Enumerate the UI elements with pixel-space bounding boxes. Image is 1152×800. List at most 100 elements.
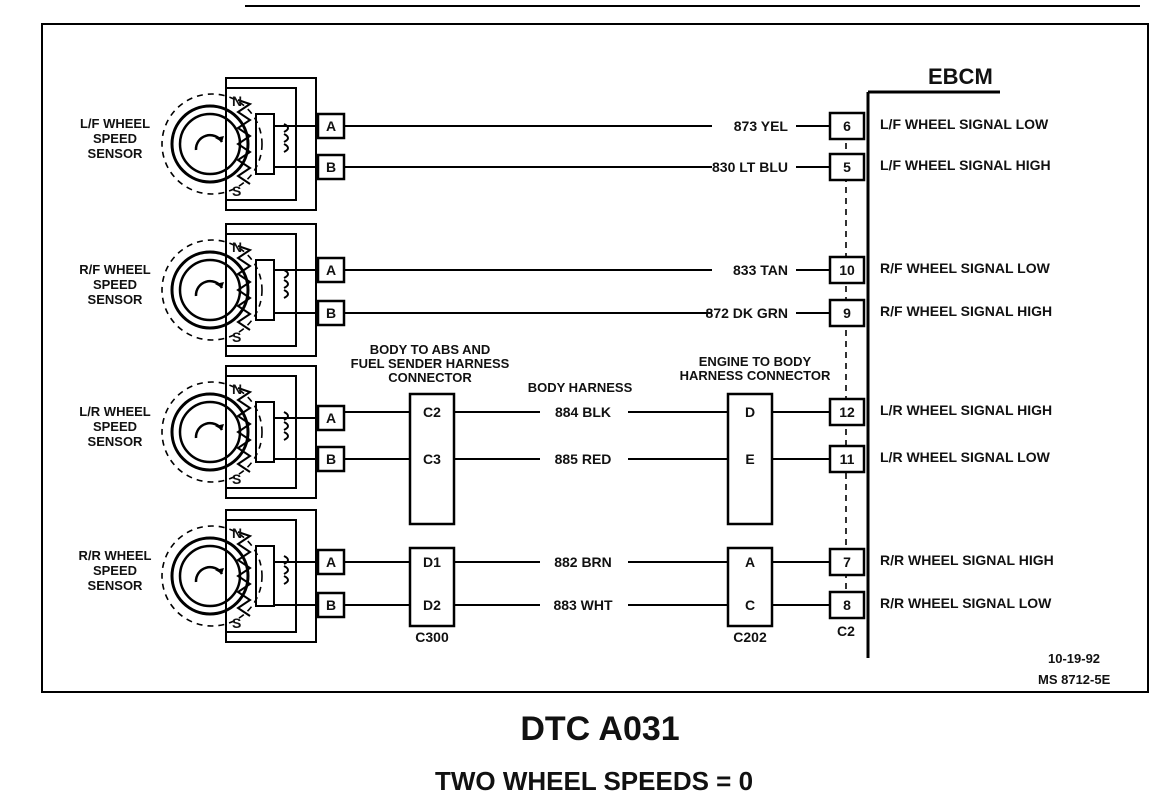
ebcm-signal-label: R/R WHEEL SIGNAL LOW [880,595,1052,611]
c300-id: C300 [415,629,449,645]
wire-label: 830 LT BLU [712,159,788,175]
wire-label: 884 BLK [555,404,611,420]
wire-label: 833 TAN [733,262,788,278]
c300-pin: C2 [423,404,441,420]
ebcm-pin-number: 12 [839,404,855,420]
sensor-label: SPEED [93,131,137,146]
c202-pin: A [745,554,755,570]
wire-label: 873 YEL [734,118,789,134]
wire-label: 872 DK GRN [706,305,788,321]
wire-label: 882 BRN [554,554,612,570]
sensor-n-pole: N [232,525,242,541]
sensor-pin-b [316,153,346,181]
sensor-housing [226,375,297,489]
sensor-pin-b-label: B [326,597,336,613]
dtc-title: DTC A031 [520,710,679,748]
drawing-date: 10-19-92 [1048,651,1100,666]
c202-title: HARNESS CONNECTOR [680,368,831,383]
c202-pin: D [745,404,755,420]
ebcm-pin-number: 5 [843,159,851,175]
sensor-n-pole: N [232,381,242,397]
sensor-label: R/R WHEEL [79,548,152,563]
sensor-pin-a-label: A [326,118,336,134]
sensor-pin-b-label: B [326,159,336,175]
ebcm-connector-id: C2 [837,623,855,639]
sensor-housing [226,233,297,347]
sensor-pin-a [316,256,346,284]
tone-ring-outline [161,239,263,341]
ebcm-pin [828,444,866,474]
tone-ring [170,250,250,330]
tone-ring-outline [161,525,263,627]
tone-ring-outline [161,93,263,195]
sensor-pin-b [316,299,346,327]
c300-title: CONNECTOR [388,370,472,385]
sensor-pin-a-label: A [326,410,336,426]
sensor-pin-a [316,404,346,432]
sensor-label: SENSOR [88,578,144,593]
sensor-s-pole: S [232,615,241,631]
c300-pin: D1 [423,554,441,570]
sensor-s-pole: S [232,471,241,487]
sensor-label: SPEED [93,563,137,578]
wire-circuit: C3 885 RED E 11 L/R WHEEL SIGNAL LOW [344,444,1051,474]
body-harness-label: BODY HARNESS [528,380,633,395]
wire-label: 883 WHT [553,597,613,613]
sensor-label: L/R WHEEL [79,404,151,419]
ebcm-pin-number: 10 [839,262,855,278]
tone-ring [170,536,250,616]
ebcm-pin [828,397,866,427]
tone-ring [170,104,250,184]
ebcm-signal-label: R/F WHEEL SIGNAL LOW [880,260,1051,276]
ebcm-pin-number: 9 [843,305,851,321]
sensor-housing [226,87,297,201]
ebcm-signal-label: L/R WHEEL SIGNAL LOW [880,449,1051,465]
ebcm-pin [828,152,866,182]
sensor-pin-b-label: B [326,451,336,467]
ebcm-pin-number: 6 [843,118,851,134]
c300-title: FUEL SENDER HARNESS [351,356,510,371]
ebcm-signal-label: R/R WHEEL SIGNAL HIGH [880,552,1054,568]
ebcm-pin-number: 8 [843,597,851,613]
sensor-s-pole: S [232,183,241,199]
wire-circuit: 830 LT BLU 5 L/F WHEEL SIGNAL HIGH [344,152,1051,182]
ebcm-signal-label: L/F WHEEL SIGNAL HIGH [880,157,1051,173]
ebcm-signal-label: L/F WHEEL SIGNAL LOW [880,116,1049,132]
sensor-label: SPEED [93,419,137,434]
c300-pin: C3 [423,451,441,467]
sensor-pin-a [316,112,346,140]
sensor-label: SENSOR [88,292,144,307]
ebcm-pin [828,547,866,577]
ebcm-pin-number: 11 [840,451,855,467]
sensor-pin-b [316,591,346,619]
ebcm-pin [828,111,866,141]
c202-pin: E [745,451,754,467]
c300-title: BODY TO ABS AND [370,342,491,357]
ebcm-signal-label: L/R WHEEL SIGNAL HIGH [880,402,1052,418]
sensor-label: R/F WHEEL [79,262,151,277]
wire-circuit: D1 882 BRN A 7 R/R WHEEL SIGNAL HIGH [344,547,1054,577]
wire-label: 885 RED [555,451,612,467]
sensor-label: SENSOR [88,434,144,449]
ebcm-pin-number: 7 [843,554,851,570]
sensor-pin-b-label: B [326,305,336,321]
ebcm-signal-label: R/F WHEEL SIGNAL HIGH [880,303,1052,319]
wire-circuit: C2 884 BLK D 12 L/R WHEEL SIGNAL HIGH [344,397,1052,427]
wire-circuit: 872 DK GRN 9 R/F WHEEL SIGNAL HIGH [344,298,1052,328]
sensor-pin-a-label: A [326,554,336,570]
drawing-reference: MS 8712-5E [1038,672,1111,687]
ebcm-title: EBCM [928,64,993,89]
sensor-pin-a [316,548,346,576]
sensor-label: SPEED [93,277,137,292]
c202-title: ENGINE TO BODY [699,354,812,369]
ebcm-pin [828,255,866,285]
sensor-pin-a-label: A [326,262,336,278]
sensor-label: L/F WHEEL [80,116,150,131]
